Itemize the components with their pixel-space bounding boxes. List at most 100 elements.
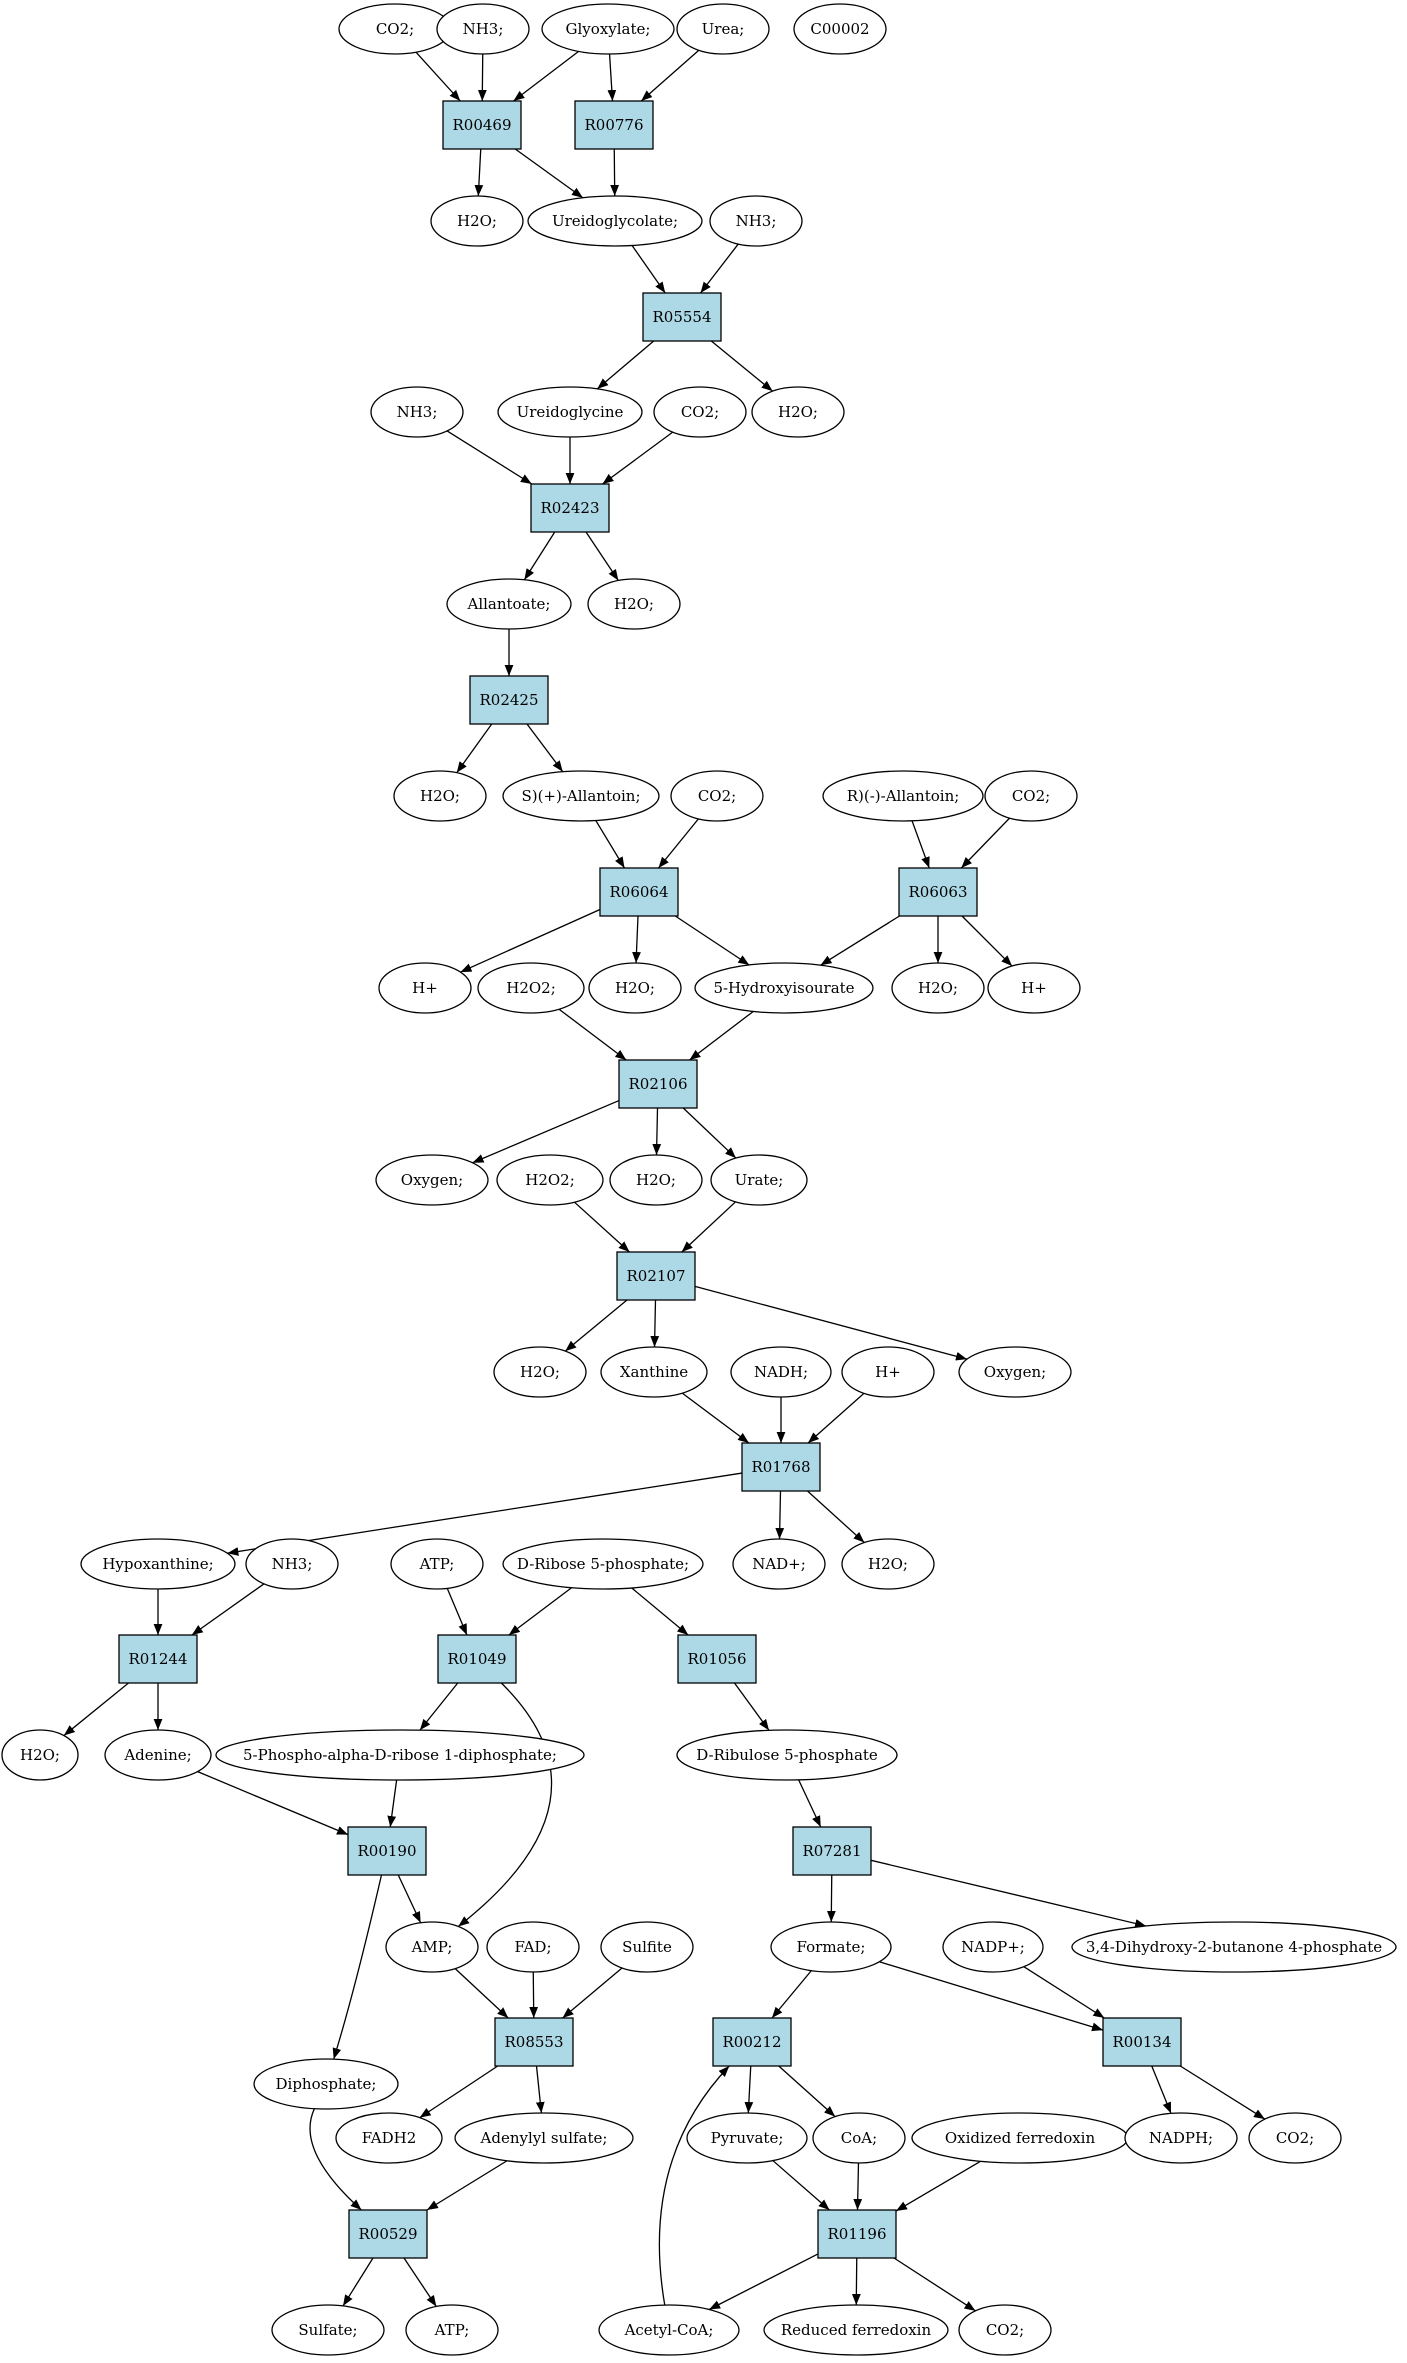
metabolite-node[interactable]: D-Ribulose 5-phosphate — [676, 1729, 898, 1781]
metabolite-node[interactable]: H2O2; — [496, 1154, 604, 1206]
metabolite-node[interactable]: H2O; — [588, 962, 682, 1014]
metabolite-node[interactable]: H2O2; — [477, 962, 585, 1014]
metabolite-node[interactable]: Adenylyl sulfate; — [454, 2112, 634, 2164]
metabolite-node[interactable]: NAD+; — [732, 1538, 826, 1590]
edge-rJ-to-m35 — [227, 1472, 743, 1556]
metabolite-ellipse — [1124, 2112, 1238, 2164]
reaction-node[interactable]: R06063 — [898, 867, 978, 917]
metabolite-node[interactable]: S)(+)-Allantoin; — [502, 770, 660, 822]
metabolite-node[interactable]: Oxidized ferredoxin — [911, 2112, 1129, 2164]
metabolite-node[interactable]: NH3; — [245, 1538, 339, 1590]
metabolite-node[interactable]: Xanthine — [600, 1346, 708, 1398]
metabolite-node[interactable]: H+ — [841, 1346, 935, 1398]
metabolite-node[interactable]: C00002 — [793, 3, 887, 55]
metabolite-node[interactable]: H2O; — [841, 1538, 935, 1590]
reaction-node[interactable]: R00469 — [442, 100, 522, 150]
metabolite-node[interactable]: CoA; — [812, 2112, 906, 2164]
reaction-node[interactable]: R02106 — [618, 1059, 698, 1109]
edge-rL-to-m45 — [457, 1682, 553, 1927]
metabolite-node[interactable]: CO2; — [984, 770, 1078, 822]
metabolite-node[interactable]: Adenine; — [104, 1729, 212, 1781]
metabolite-node[interactable]: R)(-)-Allantoin; — [822, 770, 984, 822]
metabolite-node[interactable]: FADH2 — [335, 2112, 443, 2164]
metabolite-node[interactable]: Ureidoglycolate; — [527, 195, 703, 247]
reaction-node[interactable]: R01049 — [437, 1634, 517, 1684]
metabolite-node[interactable]: NH3; — [370, 386, 464, 438]
reaction-label: R01049 — [447, 1650, 506, 1668]
metabolite-node[interactable]: Oxygen; — [958, 1346, 1072, 1398]
reaction-box — [118, 1634, 198, 1684]
edge-m17-to-rF — [657, 818, 699, 869]
metabolite-node[interactable]: CO2; — [958, 2304, 1052, 2356]
reaction-box — [817, 2209, 897, 2259]
metabolite-node[interactable]: NADH; — [730, 1346, 832, 1398]
metabolite-node[interactable]: H2O; — [891, 962, 985, 1014]
metabolite-node[interactable]: CO2; — [338, 3, 452, 55]
metabolite-node[interactable]: H2O; — [393, 770, 487, 822]
metabolite-node[interactable]: NADP+; — [942, 1921, 1044, 1973]
metabolite-ellipse — [730, 1346, 832, 1398]
metabolite-node[interactable]: Urea; — [676, 3, 770, 55]
reaction-node[interactable]: R01768 — [741, 1442, 821, 1492]
metabolite-node[interactable]: H+ — [378, 962, 472, 1014]
reaction-node[interactable]: R01244 — [118, 1634, 198, 1684]
metabolite-node[interactable]: Acetyl-CoA; — [598, 2304, 740, 2356]
metabolite-node[interactable]: AMP; — [385, 1921, 479, 1973]
edge-rN-to-m51 — [332, 1874, 383, 2060]
metabolite-node[interactable]: H2O; — [751, 386, 845, 438]
metabolite-ellipse — [653, 386, 747, 438]
metabolite-node[interactable]: Glyoxylate; — [541, 3, 675, 55]
metabolite-node[interactable]: Ureidoglycine — [497, 386, 643, 438]
reaction-node[interactable]: R07281 — [792, 1826, 872, 1876]
metabolite-node[interactable]: FAD; — [486, 1921, 580, 1973]
metabolite-node[interactable]: ATP; — [405, 2304, 499, 2356]
reaction-node[interactable]: R00529 — [348, 2209, 428, 2259]
metabolite-node[interactable]: 3,4-Dihydroxy-2-butanone 4-phosphate — [1071, 1921, 1397, 1973]
metabolite-node[interactable]: Allantoate; — [446, 578, 572, 630]
reaction-node[interactable]: R00776 — [574, 100, 654, 150]
reaction-node[interactable]: R05554 — [642, 292, 722, 342]
metabolite-node[interactable]: H2O; — [493, 1346, 587, 1398]
reaction-node[interactable]: R02107 — [616, 1251, 696, 1301]
metabolite-node[interactable]: Sulfate; — [271, 2304, 385, 2356]
reaction-node[interactable]: R00190 — [347, 1826, 427, 1876]
metabolite-node[interactable]: Formate; — [770, 1921, 892, 1973]
reaction-node[interactable]: R00212 — [712, 2017, 792, 2067]
metabolite-node[interactable]: Urate; — [710, 1154, 808, 1206]
metabolite-node[interactable]: NH3; — [709, 195, 803, 247]
metabolite-ellipse — [390, 1538, 484, 1590]
metabolite-node[interactable]: CO2; — [653, 386, 747, 438]
reaction-node[interactable]: R08553 — [494, 2017, 574, 2067]
metabolite-label: D-Ribose 5-phosphate; — [517, 1555, 689, 1573]
edge-m43-to-rN — [387, 1779, 398, 1828]
edge-m47-to-rP — [562, 1967, 623, 2019]
metabolite-node[interactable]: H2O; — [1, 1729, 79, 1781]
metabolite-node[interactable]: Reduced ferredoxin — [763, 2304, 949, 2356]
reaction-node[interactable]: R00134 — [1102, 2017, 1182, 2067]
metabolite-node[interactable]: H2O; — [430, 195, 524, 247]
metabolite-node[interactable]: 5-Hydroxyisourate — [694, 962, 874, 1014]
reaction-node[interactable]: R02423 — [530, 483, 610, 533]
metabolite-ellipse — [958, 1346, 1072, 1398]
reaction-node[interactable]: R06064 — [599, 867, 679, 917]
reaction-node[interactable]: R01056 — [677, 1634, 757, 1684]
metabolite-node[interactable]: D-Ribose 5-phosphate; — [502, 1538, 704, 1590]
metabolite-node[interactable]: ATP; — [390, 1538, 484, 1590]
metabolite-node[interactable]: H+ — [987, 962, 1081, 1014]
reaction-node[interactable]: R02425 — [469, 675, 549, 725]
metabolite-node[interactable]: Sulfite — [600, 1921, 694, 1973]
reaction-node[interactable]: R01196 — [817, 2209, 897, 2259]
reaction-box — [599, 867, 679, 917]
metabolite-node[interactable]: Diphosphate; — [253, 2058, 399, 2110]
metabolite-node[interactable]: CO2; — [670, 770, 764, 822]
metabolite-node[interactable]: Oxygen; — [375, 1154, 489, 1206]
metabolite-node[interactable]: NH3; — [436, 3, 530, 55]
metabolite-node[interactable]: CO2; — [1248, 2112, 1342, 2164]
metabolite-node[interactable]: Pyruvate; — [686, 2112, 808, 2164]
metabolite-node[interactable]: H2O; — [587, 578, 681, 630]
metabolite-node[interactable]: Hypoxanthine; — [80, 1538, 236, 1590]
metabolite-node[interactable]: H2O; — [609, 1154, 703, 1206]
metabolite-node[interactable]: 5-Phospho-alpha-D-ribose 1-diphosphate; — [215, 1729, 585, 1781]
metabolite-node[interactable]: NADPH; — [1124, 2112, 1238, 2164]
metabolite-label: H2O; — [615, 979, 655, 997]
